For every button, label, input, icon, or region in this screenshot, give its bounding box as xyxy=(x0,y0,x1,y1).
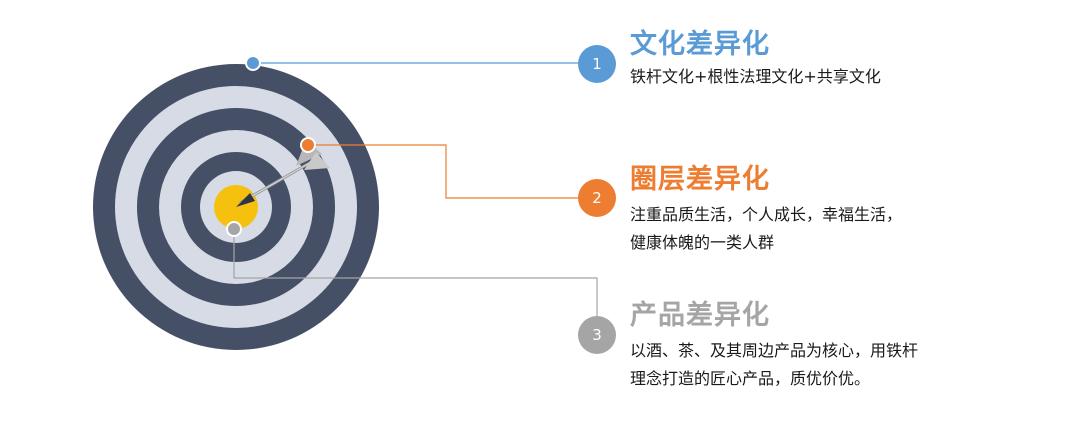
item-1-title: 文化差异化 xyxy=(630,29,770,60)
badge-1-number: 1 xyxy=(592,55,602,73)
item-3-title: 产品差异化 xyxy=(630,300,770,331)
item-1-description: 铁杆文化+根性法理文化+共享文化 xyxy=(630,63,881,91)
badge-3-number: 3 xyxy=(592,326,602,344)
item-2-line-1: 注重品质生活，个人成长，幸福生活， xyxy=(630,205,903,224)
item-3-line-2: 理念打造的匠心产品，质优价优。 xyxy=(630,369,871,388)
marker-dot-3 xyxy=(226,221,242,237)
marker-dot-1 xyxy=(245,55,261,71)
item-2-description: 注重品质生活，个人成长，幸福生活， 健康体魄的一类人群 xyxy=(630,201,902,257)
dart-icon xyxy=(236,140,330,207)
badge-2: 2 xyxy=(578,179,616,217)
marker-dot-2 xyxy=(300,137,316,153)
item-2-line-2: 健康体魄的一类人群 xyxy=(630,233,775,252)
connector-line-3 xyxy=(233,229,598,335)
badge-3: 3 xyxy=(578,316,616,354)
item-1-line-1: 铁杆文化+根性法理文化+共享文化 xyxy=(630,67,881,86)
item-3-line-1: 以酒、茶、及其周边产品为核心，用铁杆 xyxy=(630,341,919,360)
item-2-title: 圈层差异化 xyxy=(630,164,770,195)
badge-2-number: 2 xyxy=(592,189,602,207)
item-3-description: 以酒、茶、及其周边产品为核心，用铁杆 理念打造的匠心产品，质优价优。 xyxy=(630,337,918,393)
connector-line-2 xyxy=(308,144,598,199)
badge-1: 1 xyxy=(578,45,616,83)
